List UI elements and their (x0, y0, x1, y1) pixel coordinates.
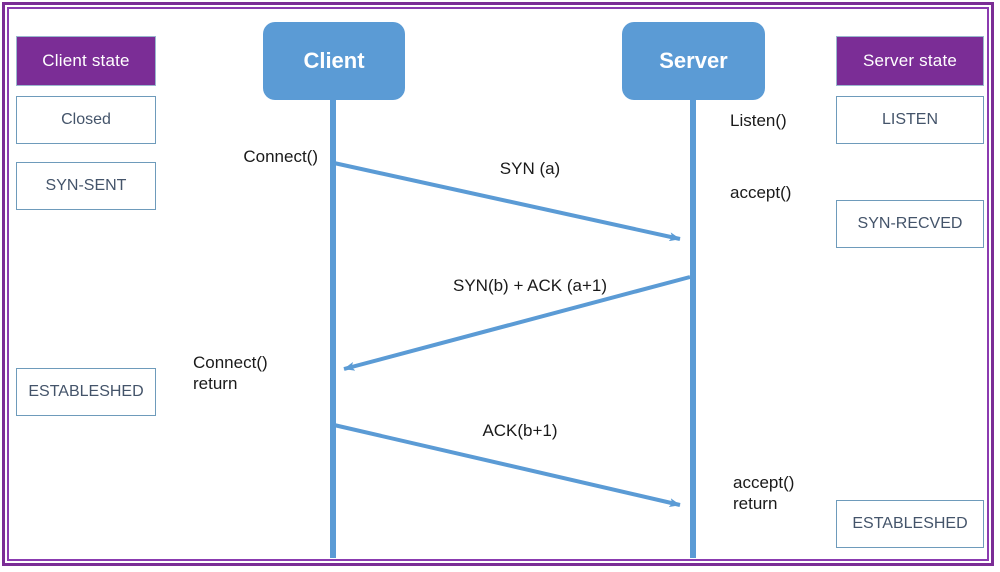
client-state-established: ESTABLESHED (16, 368, 156, 416)
message-label-syn: SYN (a) (499, 159, 561, 178)
server-call-accept: accept() (730, 183, 792, 202)
client-call-connect: Connect() (243, 147, 318, 166)
inner-frame-border (7, 7, 989, 561)
client-call-connect-return: Connect() return (193, 353, 268, 394)
client-state-syn-sent: SYN-SENT (16, 162, 156, 210)
server-state-listen: LISTEN (836, 96, 984, 144)
server-call-listen: Listen() (730, 111, 787, 130)
message-label-syn-ack: SYN(b) + ACK (a+1) (452, 276, 607, 295)
participant-client[interactable]: Client (263, 22, 405, 100)
server-state-established: ESTABLESHED (836, 500, 984, 548)
server-state-header: Server state (836, 36, 984, 86)
participant-server[interactable]: Server (622, 22, 765, 100)
client-state-header: Client state (16, 36, 156, 86)
server-lifeline (690, 96, 696, 558)
client-state-closed: Closed (16, 96, 156, 144)
client-lifeline (330, 96, 336, 558)
server-call-accept-return: accept() return (733, 473, 795, 514)
outer-frame-border (2, 2, 994, 566)
message-label-ack: ACK(b+1) (482, 421, 558, 440)
server-state-syn-recved: SYN-RECVED (836, 200, 984, 248)
